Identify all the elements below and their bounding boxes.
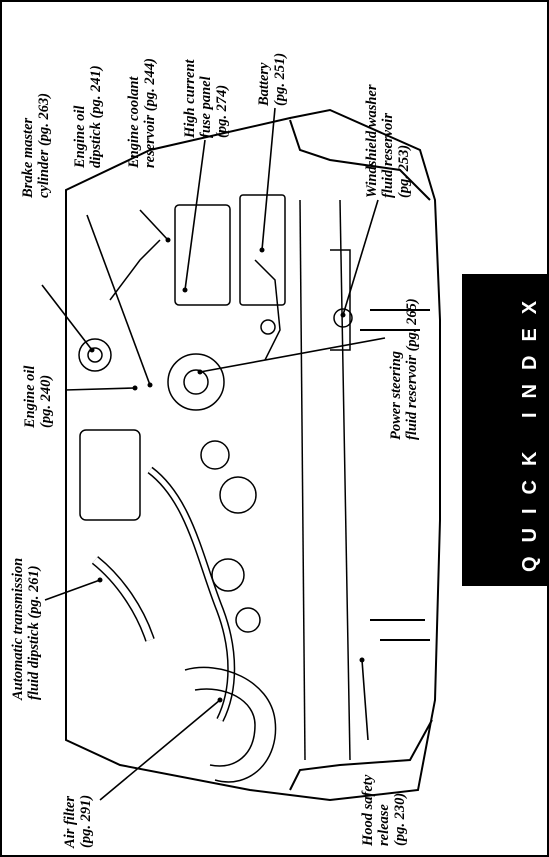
label-line: Air filter <box>62 796 78 848</box>
label-line: Hood safety <box>360 774 376 846</box>
callout-dots <box>89 237 365 703</box>
label-line: fluid dipstick (pg. 261) <box>26 565 42 700</box>
label-line: Automatic transmission <box>10 557 26 700</box>
label-line: Engine oil <box>22 365 38 428</box>
label-battery: Battery (pg. 251) <box>256 53 288 106</box>
label-engine-oil-dipstick: Engine oil dipstick (pg. 241) <box>72 65 104 168</box>
label-line: (pg. 253) <box>396 144 412 198</box>
leader-lines <box>41 107 386 801</box>
label-line: High current <box>182 59 198 138</box>
label-line: Battery <box>256 62 272 107</box>
label-windshield-washer-reservoir: Windshield washer fluid reservoir (pg. 2… <box>364 85 412 198</box>
label-line: Windshield washer <box>364 84 380 198</box>
label-hood-safety-release: Hood safety release (pg. 230) <box>360 775 408 846</box>
engine-components <box>78 194 353 783</box>
label-air-filter: Air filter (pg. 291) <box>62 795 94 848</box>
label-line: Engine oil <box>72 105 88 168</box>
label-line: dipstick (pg. 241) <box>88 65 104 168</box>
label-line: Engine coolant <box>126 76 142 168</box>
label-line: fluid reservoir (pg. 265) <box>404 298 420 440</box>
quick-index-label: QUICK INDEX <box>519 286 541 572</box>
quick-index-tab <box>462 274 549 586</box>
label-line: (pg. 291) <box>78 794 94 848</box>
car-body-outline <box>65 108 441 802</box>
label-line: fluid reservoir <box>380 113 396 198</box>
label-brake-master-cylinder: Brake master cylinder (pg. 263) <box>20 93 52 198</box>
label-automatic-transmission-dipstick: Automatic transmission fluid dipstick (p… <box>10 558 42 700</box>
label-line: reservoir (pg. 244) <box>142 58 158 168</box>
label-line: release <box>376 804 392 846</box>
label-line: Power steering <box>388 350 404 440</box>
label-line: (pg. 240) <box>38 374 54 428</box>
label-engine-coolant-reservoir: Engine coolant reservoir (pg. 244) <box>126 58 158 168</box>
label-line: (pg. 230) <box>392 792 408 846</box>
label-high-current-fuse-panel: High current fuse panel (pg. 274) <box>182 59 230 138</box>
label-line: fuse panel <box>198 76 214 138</box>
label-engine-oil: Engine oil (pg. 240) <box>22 366 54 428</box>
label-power-steering-reservoir: Power steering fluid reservoir (pg. 265) <box>388 298 420 440</box>
label-line: cylinder (pg. 263) <box>36 92 52 198</box>
label-line: (pg. 274) <box>214 84 230 138</box>
label-line: Brake master <box>20 117 36 198</box>
label-line: (pg. 251) <box>272 52 288 106</box>
